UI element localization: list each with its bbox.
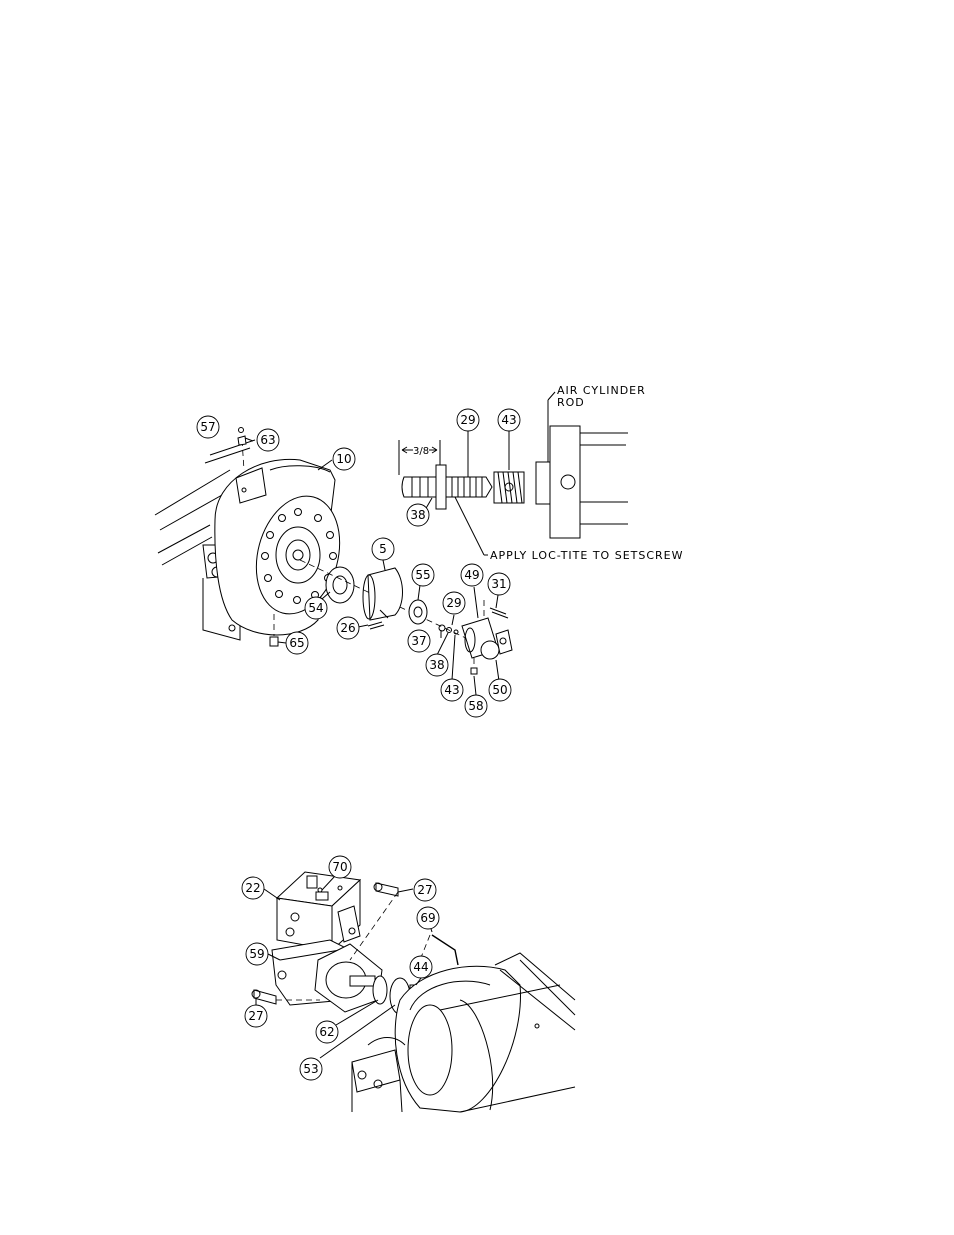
callout-55: 55 [412, 564, 434, 586]
callout-59: 59 [246, 943, 268, 965]
svg-text:43: 43 [501, 413, 516, 427]
svg-text:27: 27 [248, 1009, 263, 1023]
svg-text:54: 54 [308, 601, 323, 615]
callout-27-bottom: 27 [245, 1005, 267, 1027]
callout-53: 53 [300, 1058, 322, 1080]
callout-26: 26 [337, 617, 359, 639]
winch-drum-assembly [155, 428, 512, 675]
callout-57: 57 [197, 416, 219, 438]
callout-37: 37 [408, 630, 430, 652]
callout-58: 58 [465, 695, 487, 717]
dimension-label: 3/8 [413, 446, 429, 457]
callout-43: 43 [441, 679, 463, 701]
svg-text:44: 44 [413, 960, 428, 974]
callout-38: 38 [426, 654, 448, 676]
motor-valve-assembly [252, 872, 575, 1112]
callout-63: 63 [257, 429, 279, 451]
detail-callout-38: 38 [407, 504, 429, 526]
callout-44: 44 [410, 956, 432, 978]
callout-5: 5 [372, 538, 394, 560]
svg-text:38: 38 [410, 508, 425, 522]
svg-text:37: 37 [411, 634, 426, 648]
svg-text:55: 55 [415, 568, 430, 582]
svg-text:53: 53 [303, 1062, 318, 1076]
svg-text:63: 63 [260, 433, 275, 447]
detail-callout-29: 29 [457, 409, 479, 431]
callout-49: 49 [461, 564, 483, 586]
svg-text:26: 26 [340, 621, 355, 635]
callout-29: 29 [443, 592, 465, 614]
svg-text:65: 65 [289, 636, 304, 650]
svg-text:70: 70 [332, 860, 347, 874]
callout-50: 50 [489, 679, 511, 701]
callout-69: 69 [417, 907, 439, 929]
callout-27-top: 27 [414, 879, 436, 901]
callout-31: 31 [488, 573, 510, 595]
callout-70: 70 [329, 856, 351, 878]
svg-text:27: 27 [417, 883, 432, 897]
detail-callout-43: 43 [498, 409, 520, 431]
svg-text:31: 31 [491, 577, 506, 591]
svg-text:22: 22 [245, 881, 260, 895]
svg-text:69: 69 [420, 911, 435, 925]
callout-54: 54 [305, 597, 327, 619]
callout-10: 10 [333, 448, 355, 470]
svg-text:58: 58 [468, 699, 483, 713]
callout-65: 65 [286, 632, 308, 654]
callout-22: 22 [242, 877, 264, 899]
svg-text:43: 43 [444, 683, 459, 697]
svg-text:50: 50 [492, 683, 507, 697]
svg-text:57: 57 [200, 420, 215, 434]
svg-text:62: 62 [319, 1025, 334, 1039]
svg-text:29: 29 [446, 596, 461, 610]
svg-text:49: 49 [464, 568, 479, 582]
svg-text:59: 59 [249, 947, 264, 961]
svg-text:29: 29 [460, 413, 475, 427]
note-loctite: APPLY LOC-TITE TO SETSCREW [490, 549, 684, 562]
svg-text:38: 38 [429, 658, 444, 672]
svg-text:10: 10 [336, 452, 351, 466]
callout-62: 62 [316, 1021, 338, 1043]
note-rod: ROD [557, 396, 585, 409]
svg-text:5: 5 [379, 542, 387, 556]
